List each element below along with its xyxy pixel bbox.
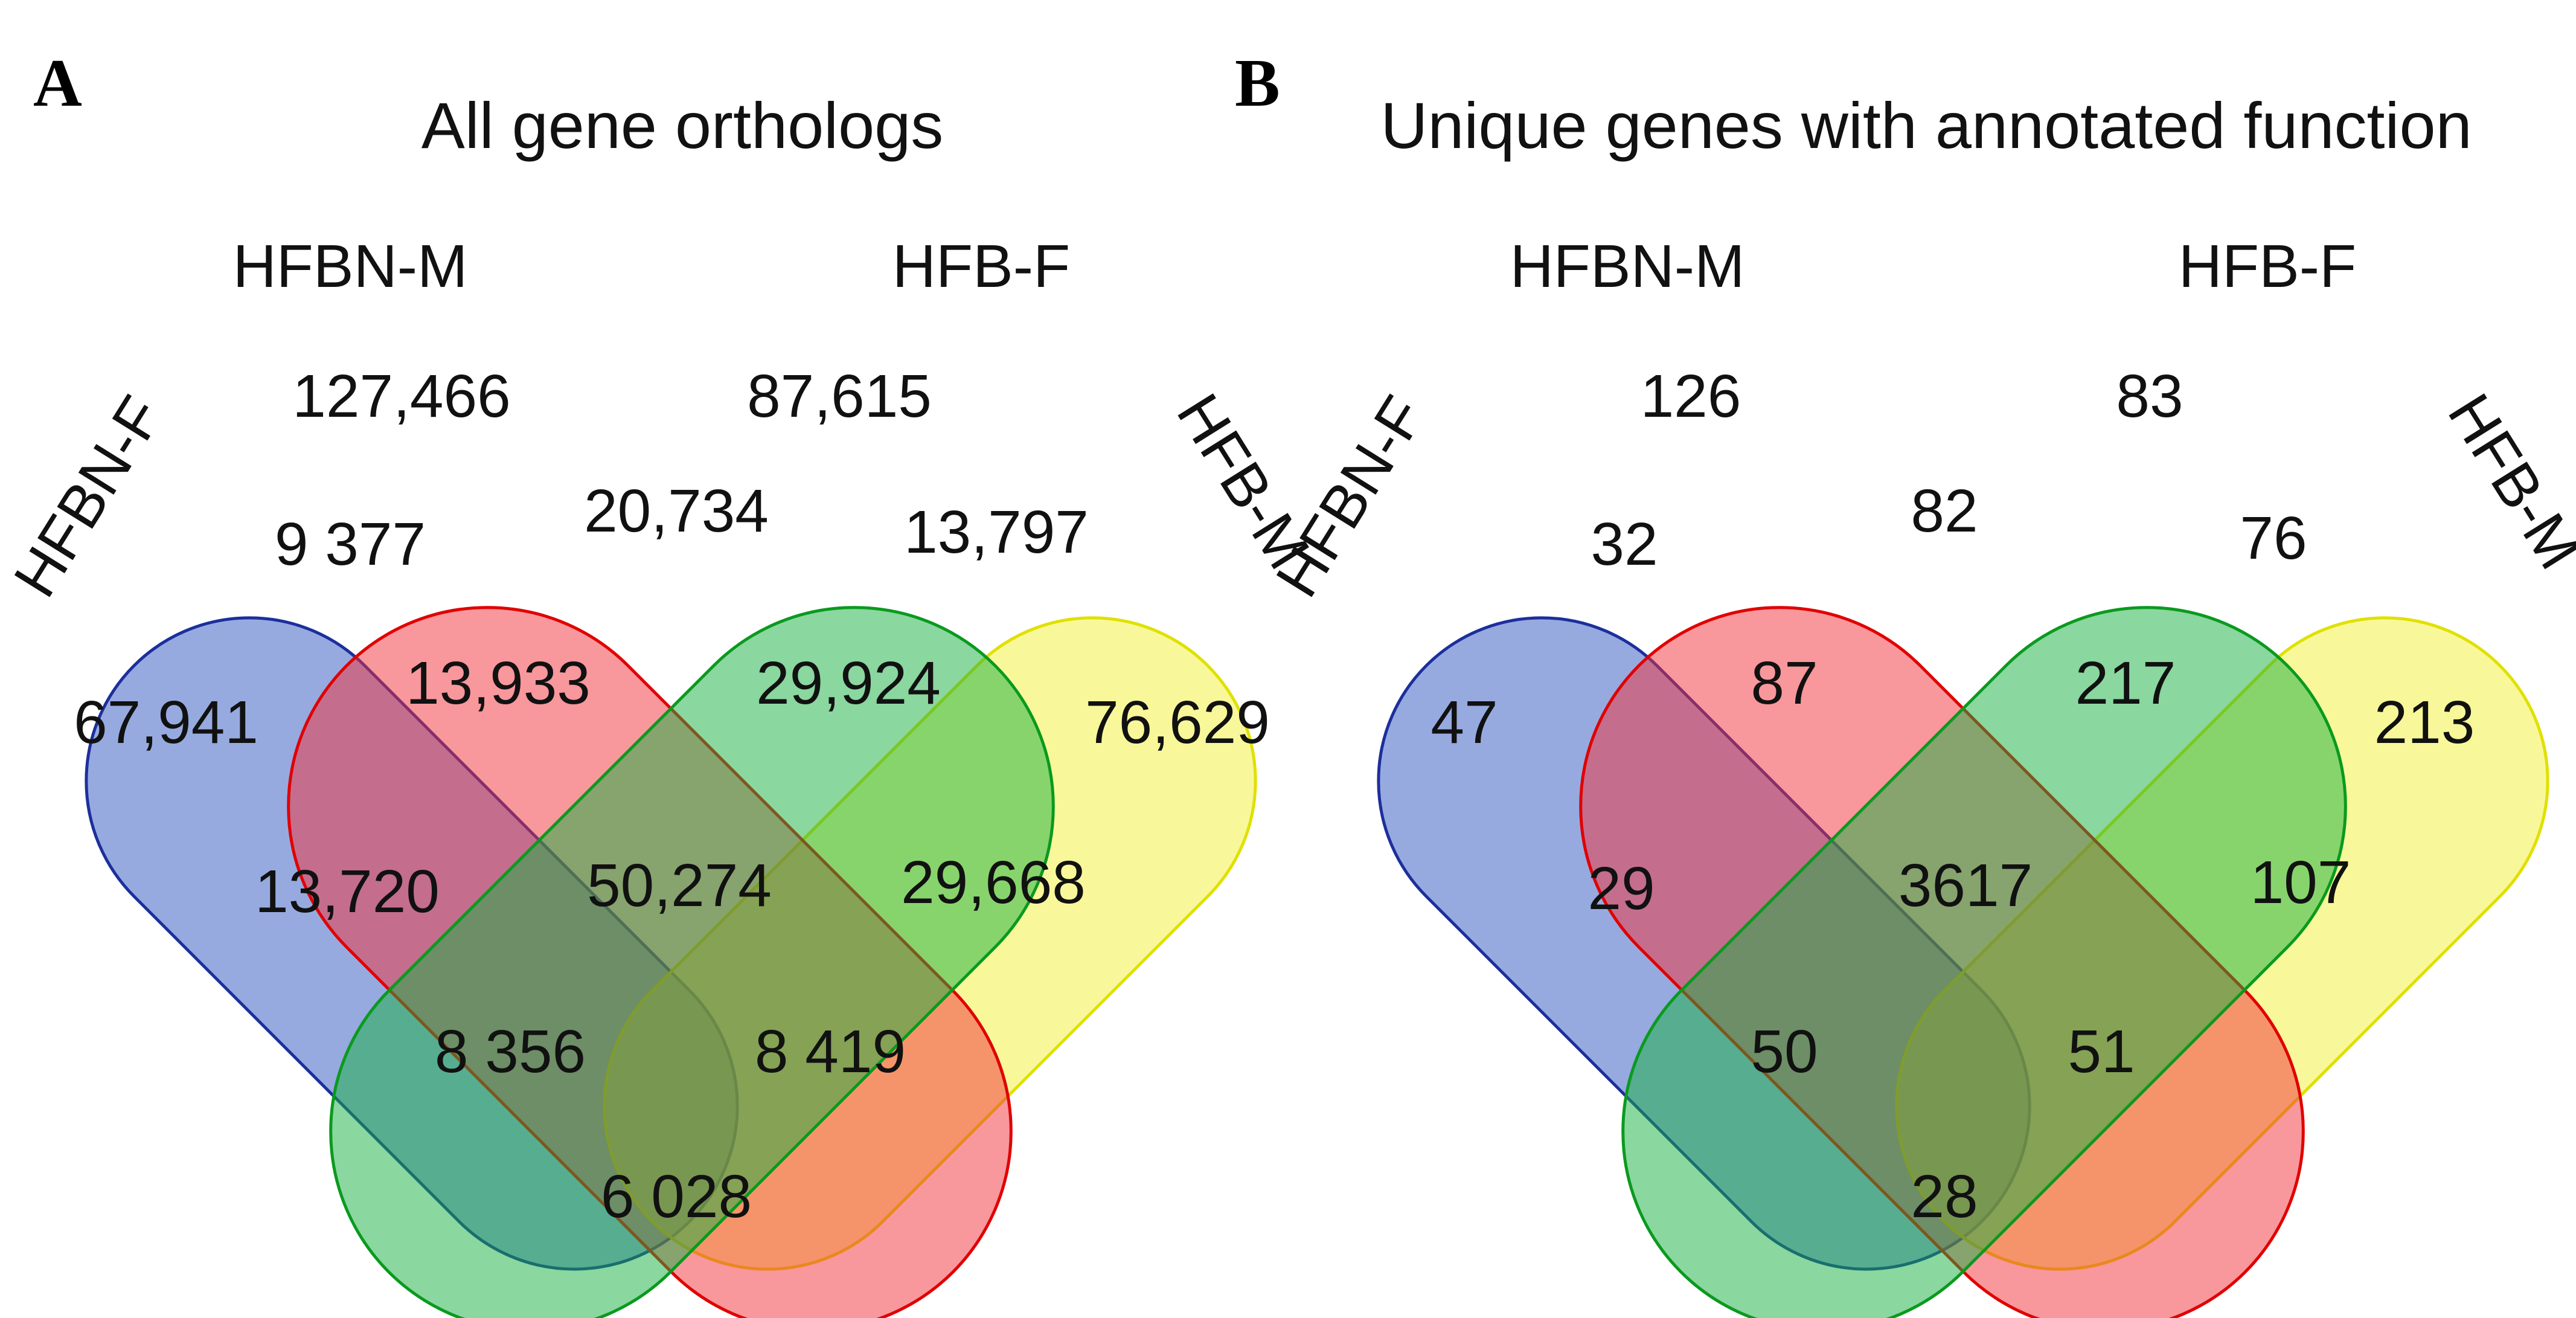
panel-a-region-hfbn-m-hfb-m: 29,668 — [901, 849, 1086, 916]
panel-a-region-hfbn-f-hfb-f-hfb-m: 8 356 — [435, 1018, 586, 1085]
panel-a-region-hfbn-f-hfb-m: 6 028 — [601, 1163, 752, 1230]
panel-b-title: Unique genes with annotated function — [1380, 89, 2472, 162]
panel-b-region-hfbn-m-hfb-f-hfb-m: 217 — [2075, 649, 2176, 717]
panel-a-label-hfbn-m: HFBN-M — [233, 233, 468, 300]
panel-a-region-all-four: 50,274 — [587, 852, 772, 919]
panel-b-region-hfbn-f-hfbn-m-hfb-f: 87 — [1751, 649, 1818, 717]
panel-b-label-hfbn-m: HFBN-M — [1510, 233, 1745, 300]
panel-a-region-hfbn-m-hfb-f-hfb-m: 29,924 — [756, 649, 941, 717]
panel-b-region-hfbn-f-hfb-m: 28 — [1911, 1163, 1978, 1230]
panel-a-region-hfb-m-only: 76,629 — [1085, 689, 1270, 756]
panel-b-region-hfbn-m-hfb-m: 107 — [2251, 849, 2351, 916]
panel-b-region-hfbn-f-only: 47 — [1431, 689, 1498, 756]
panel-b-sets — [1377, 606, 2549, 1318]
panel-a-sets — [85, 606, 1257, 1318]
panel-a-region-hfbn-f-only: 67,941 — [74, 689, 258, 756]
panel-b-label-hfb-m: HFB-M — [2435, 382, 2576, 580]
panel-a-title: All gene orthologs — [421, 89, 944, 162]
panel-a-region-hfb-f-only: 87,615 — [747, 362, 932, 430]
panel-b-region-hfbn-m-hfb-f: 82 — [1911, 477, 1978, 545]
panel-b-region-hfbn-m-only: 126 — [1641, 362, 1741, 430]
panel-b-region-hfb-f-hfb-m: 76 — [2240, 504, 2307, 572]
panel-b-region-hfbn-f-hfbn-m: 32 — [1591, 510, 1658, 578]
panel-b-set-hfb-f — [1621, 606, 2347, 1318]
panel-b-region-hfb-f-only: 83 — [2116, 362, 2183, 430]
panel-b: B Unique genes with annotated function H… — [1235, 46, 2576, 1318]
panel-b-region-hfb-m-only: 213 — [2374, 689, 2475, 756]
panel-a-region-hfb-f-hfb-m: 13,797 — [904, 498, 1089, 566]
panel-b-letter: B — [1235, 46, 1280, 121]
panel-a-letter: A — [33, 46, 82, 121]
panel-b-label-hfb-f: HFB-F — [2179, 233, 2356, 300]
panel-a-region-hfbn-f-hfbn-m-hfb-m: 8 419 — [755, 1018, 906, 1085]
panel-b-region-hfbn-f-hfb-f: 29 — [1588, 855, 1655, 922]
panel-a-region-hfbn-f-hfb-f: 13,720 — [255, 858, 440, 925]
panel-b-region-hfbn-f-hfb-f-hfb-m: 50 — [1751, 1018, 1818, 1085]
panel-b-region-hfbn-f-hfbn-m-hfb-m: 51 — [2068, 1018, 2135, 1085]
panel-a-region-hfbn-f-hfbn-m-hfb-f: 13,933 — [406, 649, 591, 717]
panel-a-region-hfbn-m-hfb-f: 20,734 — [584, 477, 769, 545]
panel-a: A All gene orthologs HFBN-M HFB-F HFBN-F… — [1, 46, 1322, 1318]
panel-a-label-hfbn-f: HFBN-F — [1, 385, 176, 608]
panel-b-region-all-four: 3617 — [1898, 852, 2033, 919]
panel-a-region-hfbn-m-only: 127,466 — [292, 362, 510, 430]
panel-a-label-hfb-f: HFB-F — [892, 233, 1070, 300]
panel-a-set-hfb-f — [329, 606, 1055, 1318]
panel-a-region-hfbn-f-hfbn-m: 9 377 — [275, 510, 426, 578]
